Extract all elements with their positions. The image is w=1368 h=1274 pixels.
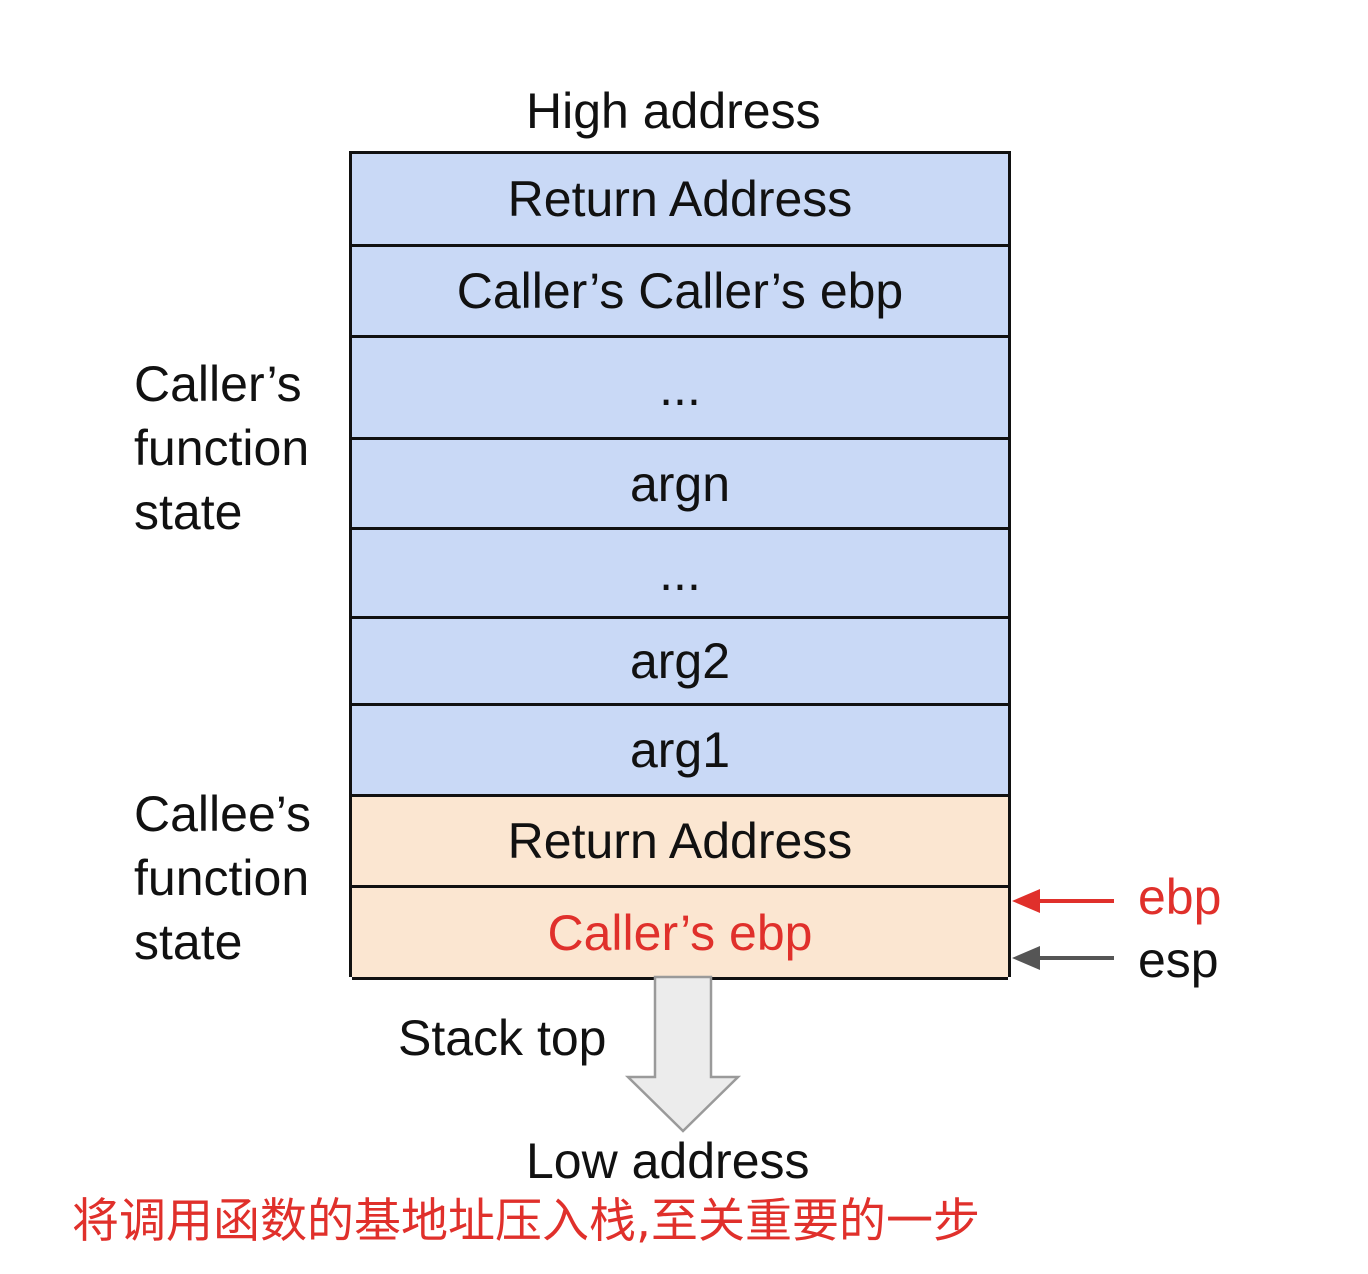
stack-cell-label: argn bbox=[629, 455, 731, 512]
stack-cell-ellipsis-lower: ... bbox=[352, 530, 1008, 619]
stack-cell-argn: argn bbox=[352, 440, 1008, 530]
caption-text: 将调用函数的基地址压入栈,至关重要的一步 bbox=[72, 1194, 980, 1249]
stack-cell-label: Caller’s ebp bbox=[547, 904, 813, 961]
stack-cell-label: arg1 bbox=[629, 722, 731, 778]
ebp-pointer-label: ebp bbox=[1138, 869, 1222, 925]
stack-top-label: Stack top bbox=[398, 1010, 607, 1066]
stack-cell-label: ... bbox=[659, 359, 701, 416]
ebp-pointer-arrowhead bbox=[1012, 889, 1040, 913]
callee-function-state-label: Callee’s function state bbox=[134, 786, 311, 970]
low-address-label: Low address bbox=[526, 1133, 810, 1189]
stack-cell-label: Return Address bbox=[507, 171, 853, 227]
stack-frame: Return Address Caller’s Caller’s ebp ...… bbox=[349, 151, 1011, 980]
stack-cell-return-address-caller: Return Address bbox=[352, 154, 1008, 247]
stack-cell-callers-ebp: Caller’s ebp bbox=[352, 888, 1008, 980]
stack-cell-arg2: arg2 bbox=[352, 619, 1008, 706]
esp-pointer-arrowhead bbox=[1012, 946, 1040, 970]
stack-cell-callers-caller-ebp: Caller’s Caller’s ebp bbox=[352, 247, 1008, 338]
stack-cell-label: ... bbox=[659, 545, 701, 601]
stack-cell-return-address-callee: Return Address bbox=[352, 797, 1008, 888]
stack-cell-arg1: arg1 bbox=[352, 706, 1008, 797]
stack-top-arrow bbox=[624, 975, 742, 1133]
high-address-label: High address bbox=[526, 83, 821, 139]
stack-cell-label: Return Address bbox=[507, 813, 853, 869]
caller-function-state-label: Caller’s function state bbox=[134, 356, 310, 540]
stack-cell-ellipsis-upper: ... bbox=[352, 338, 1008, 440]
esp-pointer-label: esp bbox=[1138, 932, 1219, 988]
stack-cell-label: Caller’s Caller’s ebp bbox=[456, 263, 904, 319]
stack-cell-label: arg2 bbox=[629, 633, 731, 689]
